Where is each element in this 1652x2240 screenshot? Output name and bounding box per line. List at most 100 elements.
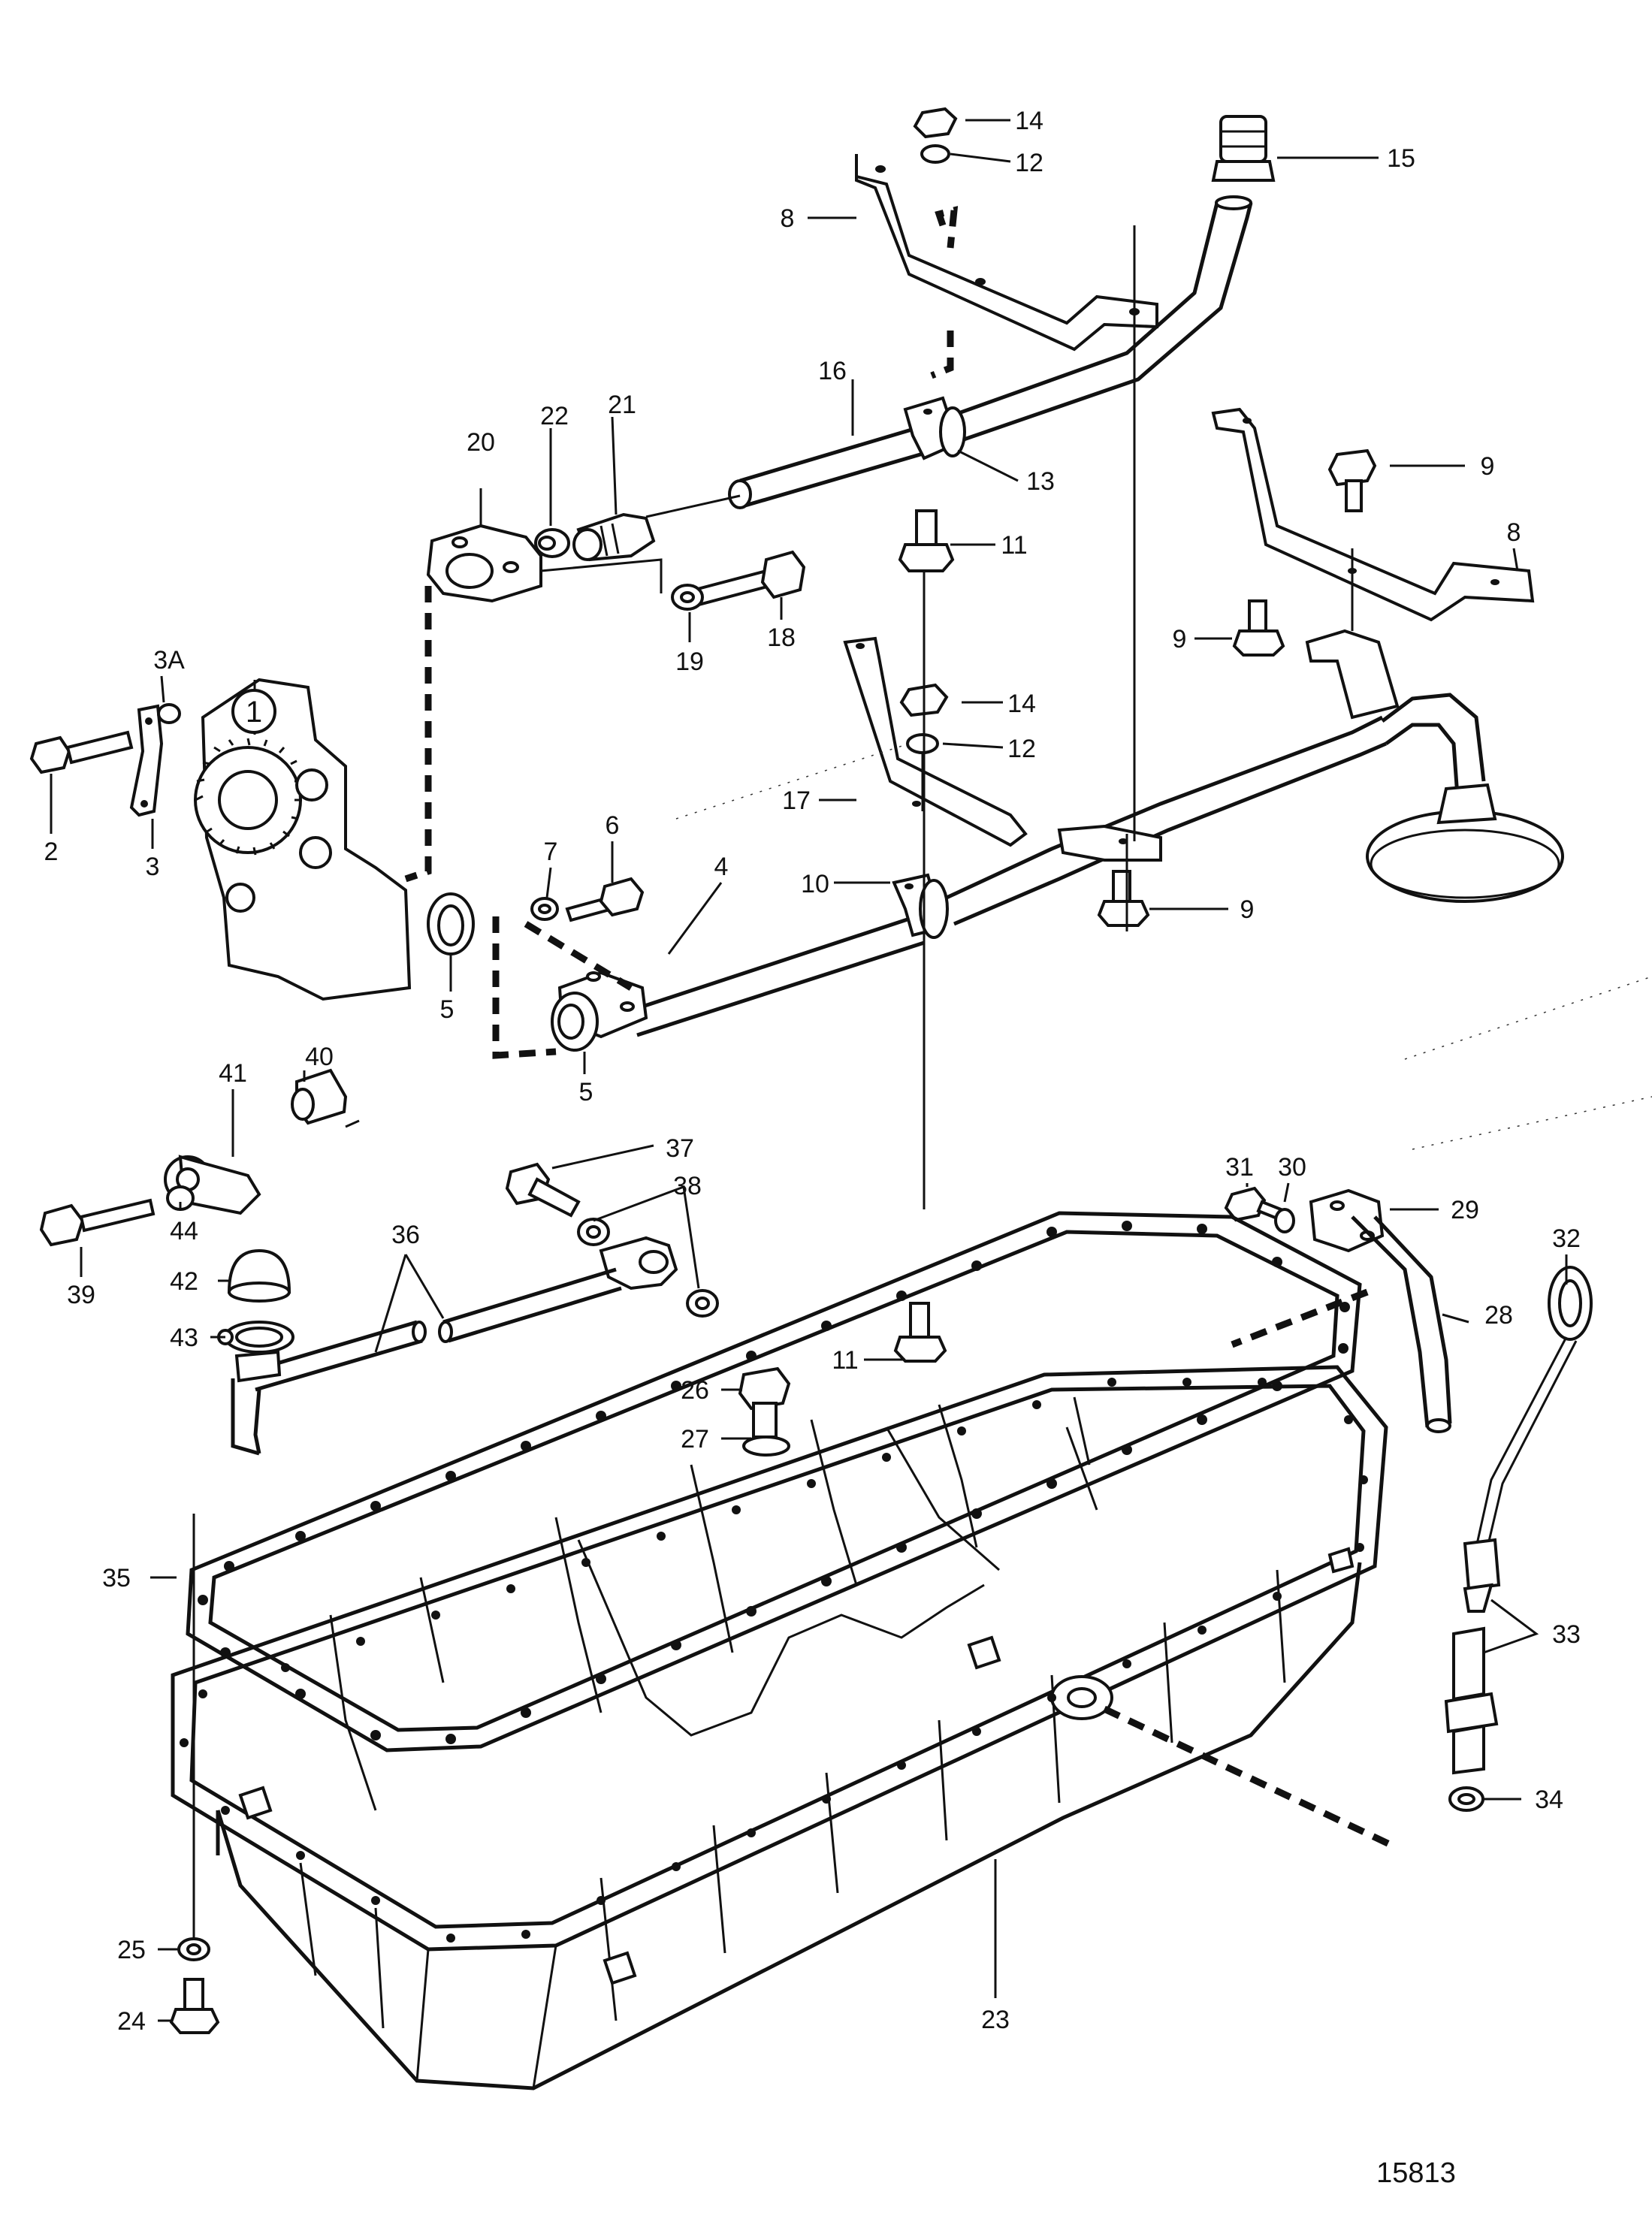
bolt-6 bbox=[565, 877, 645, 922]
washer-3a bbox=[157, 703, 181, 724]
fitting-22 bbox=[534, 528, 570, 558]
cap-42 bbox=[227, 1248, 291, 1303]
flange-29 bbox=[1309, 1188, 1385, 1253]
callout-31: 31 bbox=[1225, 1153, 1254, 1182]
upper-bracket bbox=[855, 154, 1158, 352]
bolt-9-middle bbox=[1232, 599, 1285, 657]
callout-24: 24 bbox=[117, 2007, 146, 2036]
callout-9-middle: 9 bbox=[1173, 625, 1187, 654]
drawing-reference-number: 15813 bbox=[1376, 2157, 1456, 2189]
callout-5-upper: 5 bbox=[440, 995, 455, 1024]
hose-end bbox=[234, 1350, 282, 1383]
callout-10: 10 bbox=[801, 870, 829, 898]
callout-14-upper: 14 bbox=[1015, 107, 1043, 135]
nut-14-top bbox=[913, 107, 958, 164]
callout-8-upper: 8 bbox=[781, 204, 795, 233]
bolt-9-right bbox=[1327, 448, 1377, 512]
right-bracket-8 bbox=[1211, 407, 1535, 622]
callout-41: 41 bbox=[219, 1059, 247, 1088]
suction-pipe-17 bbox=[843, 629, 1564, 926]
bolt-37 bbox=[505, 1162, 581, 1218]
callout-43: 43 bbox=[170, 1324, 198, 1352]
callout-17: 17 bbox=[782, 786, 811, 815]
bolt-31 bbox=[1224, 1186, 1283, 1222]
callout-37: 37 bbox=[666, 1134, 694, 1163]
callout-8-right: 8 bbox=[1507, 518, 1521, 547]
washer-19 bbox=[671, 584, 704, 611]
bolt-9-lower bbox=[1097, 870, 1150, 927]
bracket-lower-17 bbox=[1057, 824, 1162, 862]
washer-27 bbox=[742, 1435, 790, 1457]
callout-30: 30 bbox=[1278, 1153, 1306, 1182]
callout-3a: 3A bbox=[153, 646, 185, 675]
callout-7: 7 bbox=[544, 838, 558, 866]
clamp-10 bbox=[892, 873, 949, 939]
flange-20 bbox=[426, 524, 542, 603]
callout-40: 40 bbox=[305, 1043, 334, 1071]
callout-9-lower: 9 bbox=[1240, 895, 1255, 924]
callout-4: 4 bbox=[714, 853, 729, 881]
callout-9-right: 9 bbox=[1481, 452, 1495, 481]
callout-42: 42 bbox=[170, 1267, 198, 1296]
dipstick-guide-33 bbox=[1444, 1626, 1499, 1775]
callout-27: 27 bbox=[681, 1425, 709, 1454]
callout-26: 26 bbox=[681, 1376, 709, 1405]
callout-11-upper: 11 bbox=[1001, 531, 1027, 560]
callout-12-upper: 12 bbox=[1015, 149, 1043, 177]
oil-pipe-4 bbox=[630, 914, 925, 1037]
callout-28: 28 bbox=[1484, 1301, 1513, 1330]
lock-plate-3 bbox=[129, 704, 164, 817]
leader-lines bbox=[50, 119, 1568, 2022]
callout-16: 16 bbox=[818, 357, 847, 385]
callout-19: 19 bbox=[675, 648, 704, 676]
fitting-21 bbox=[572, 512, 656, 562]
bolt-18 bbox=[693, 550, 806, 607]
oil-pump-1 bbox=[194, 678, 412, 1001]
washer-30 bbox=[1274, 1208, 1295, 1233]
washer-7 bbox=[530, 897, 559, 921]
bolt-2 bbox=[29, 730, 134, 774]
callout-38: 38 bbox=[673, 1172, 702, 1200]
callout-39: 39 bbox=[67, 1281, 95, 1309]
callout-18: 18 bbox=[767, 623, 796, 652]
callout-6: 6 bbox=[606, 811, 620, 840]
bolt-11-lower bbox=[893, 1302, 947, 1363]
callout-35: 35 bbox=[102, 1564, 131, 1592]
sleeve-40 bbox=[291, 1068, 348, 1125]
callout-20: 20 bbox=[467, 428, 495, 457]
callout-3: 3 bbox=[146, 853, 160, 881]
callout-14-middle: 14 bbox=[1007, 690, 1036, 718]
rod-36 bbox=[231, 1267, 622, 1456]
callout-12-middle: 12 bbox=[1007, 735, 1036, 763]
washer-38-upper bbox=[577, 1218, 610, 1246]
dipstick-32 bbox=[1463, 1266, 1593, 1613]
callout-34: 34 bbox=[1535, 1786, 1563, 1814]
callout-11-lower: 11 bbox=[832, 1346, 858, 1375]
bolt-24 bbox=[169, 1978, 220, 2034]
callout-36: 36 bbox=[391, 1221, 420, 1249]
callout-labels: 1 2 3 3A 4 5 5 6 7 8 8 9 9 9 10 11 11 12… bbox=[44, 107, 1581, 2036]
washer-25 bbox=[177, 1937, 210, 1961]
oil-pan-23 bbox=[171, 1365, 1388, 2091]
bolt-39 bbox=[39, 1198, 156, 1247]
callout-23: 23 bbox=[981, 2006, 1010, 2034]
callout-21: 21 bbox=[608, 391, 636, 419]
clamp-13 bbox=[903, 396, 966, 460]
callout-1: 1 bbox=[246, 696, 262, 729]
flange-5-lower bbox=[551, 971, 648, 1052]
callout-2: 2 bbox=[44, 838, 59, 866]
reference-lines bbox=[192, 225, 1652, 1938]
callout-29: 29 bbox=[1451, 1196, 1479, 1224]
callout-32: 32 bbox=[1552, 1224, 1581, 1253]
clamp-43 bbox=[217, 1321, 294, 1354]
callout-22: 22 bbox=[540, 402, 569, 430]
drain-plug-26 bbox=[738, 1366, 791, 1438]
washer-38-lower bbox=[686, 1289, 719, 1318]
banjo-fitting bbox=[599, 1236, 678, 1291]
assembly-dashed-lines bbox=[345, 206, 1399, 1852]
callout-44: 44 bbox=[170, 1217, 198, 1245]
gasket-35 bbox=[186, 1211, 1362, 1752]
callout-15: 15 bbox=[1387, 144, 1415, 173]
